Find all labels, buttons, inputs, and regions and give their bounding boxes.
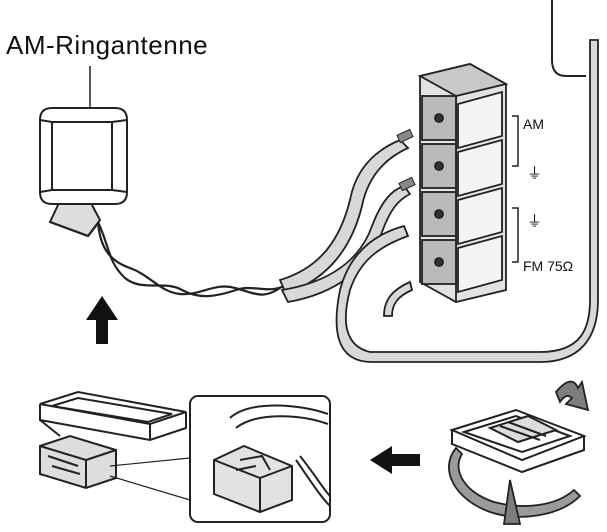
am-terminal-label: AM xyxy=(523,116,544,132)
cable-plug xyxy=(398,176,416,192)
rotation-arrow-icon xyxy=(448,379,590,525)
fm-antenna-cable xyxy=(335,39,599,363)
up-arrow-icon xyxy=(86,296,118,344)
antenna-zoom-detail xyxy=(189,395,331,523)
zoom-connector-lines xyxy=(109,457,191,501)
antenna-terminal-block xyxy=(417,63,509,303)
twisted-wire xyxy=(96,221,285,298)
fm-wire-top xyxy=(551,0,586,77)
am-loop-antenna xyxy=(39,107,128,238)
antenna-assembly-step-2 xyxy=(449,408,587,474)
fm-terminal-label: FM 75Ω xyxy=(523,258,574,274)
terminal-brackets xyxy=(512,115,519,263)
antenna-assembly-step-1 xyxy=(39,390,187,490)
ground-icon: ⏚ xyxy=(527,213,543,230)
left-arrow-icon xyxy=(370,446,420,474)
ground-icon: ⏚ xyxy=(527,165,543,182)
cable-plug xyxy=(396,128,414,144)
title-label: AM-Ringantenne xyxy=(6,30,209,60)
